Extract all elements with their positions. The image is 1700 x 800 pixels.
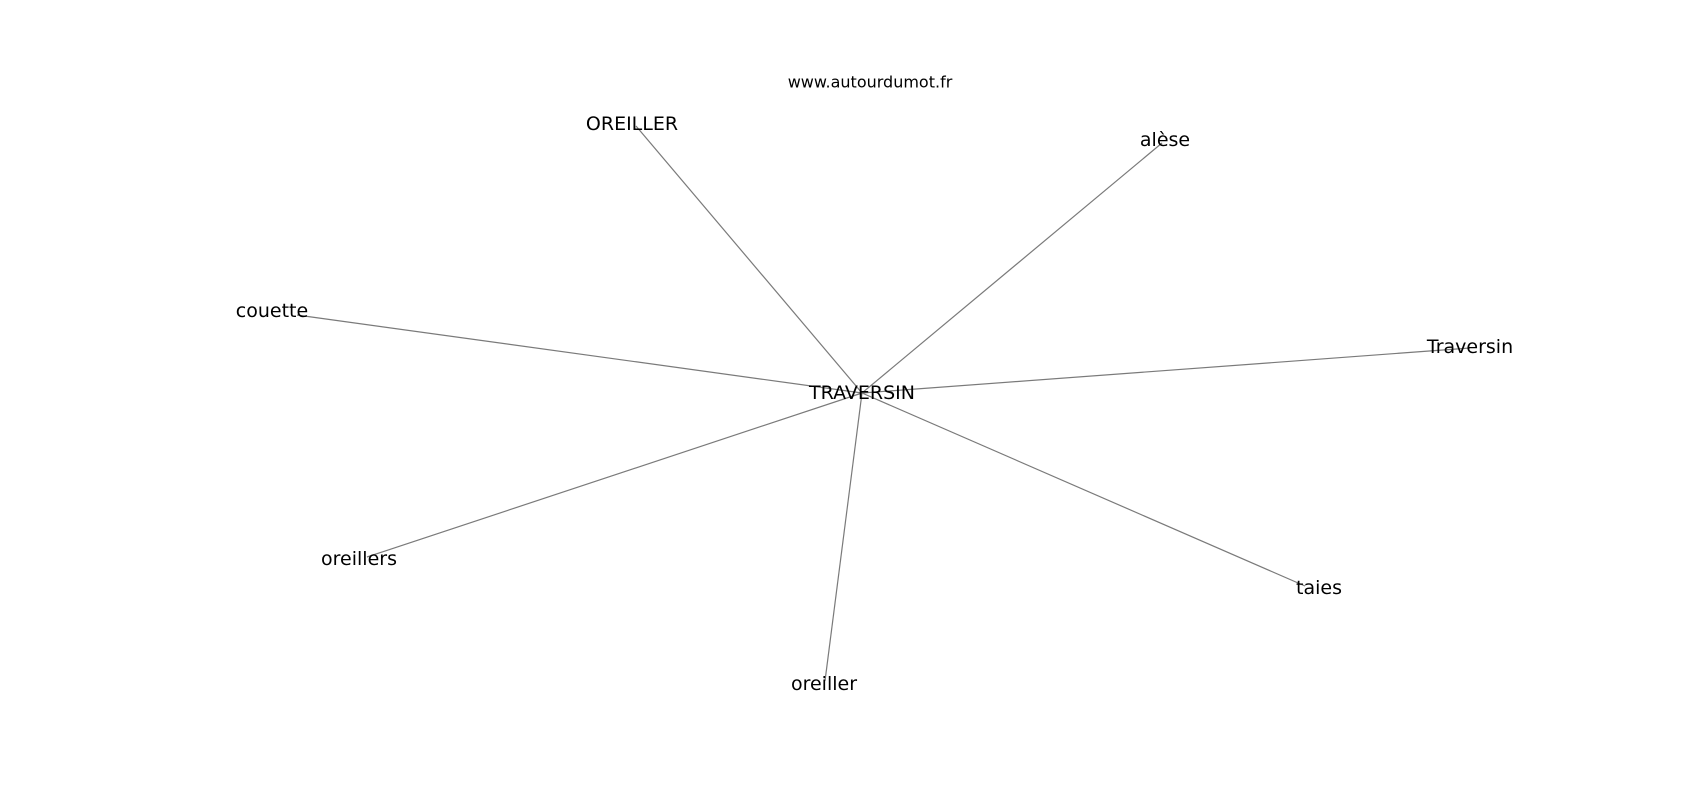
node-couette[interactable]: couette [235, 300, 309, 322]
edge-alese [861, 142, 1163, 394]
edge-oreiller [824, 392, 863, 682]
node-traversin-center[interactable]: TRAVERSIN [809, 382, 915, 404]
node-oreillers[interactable]: oreillers [321, 548, 397, 570]
edge-traversin-lower [861, 347, 1471, 394]
edge-oreillers [366, 392, 863, 558]
edge-couette [296, 314, 863, 394]
node-taies[interactable]: taies [1296, 577, 1342, 599]
edge-taies [861, 392, 1306, 587]
edge-oreiller-upper [635, 125, 863, 394]
node-oreiller-upper[interactable]: OREILLER [585, 113, 679, 135]
node-traversin[interactable]: Traversin [1426, 336, 1514, 358]
node-oreiller[interactable]: oreiller [790, 673, 858, 695]
node-alese[interactable]: alèse [1139, 129, 1191, 151]
site-title: www.autourdumot.fr [787, 72, 953, 92]
